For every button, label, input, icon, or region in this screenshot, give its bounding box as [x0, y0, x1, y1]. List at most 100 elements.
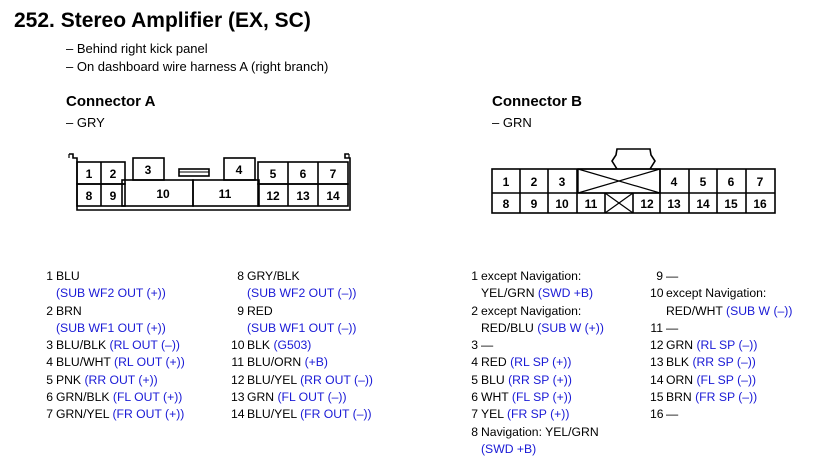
cavity-label: 11 — [585, 197, 598, 211]
wire-color: BRN — [666, 390, 696, 405]
pin-number: 12 — [650, 338, 664, 353]
pin-number: 10 — [650, 286, 664, 301]
wire-color: BLU/ORN — [247, 355, 305, 370]
cavity-label: 12 — [640, 197, 654, 211]
signal-name: (RR SP (+)) — [508, 372, 572, 387]
wire-color: BLU/BLK — [56, 338, 110, 353]
pin-number: 2 — [46, 303, 53, 318]
cavity-label: 14 — [326, 189, 340, 203]
pin-number: 8 — [237, 269, 244, 283]
wire-color: Navigation: YEL/GRN — [481, 424, 599, 439]
cavity-label: 5 — [270, 167, 277, 181]
signal-name: (RL SP (+)) — [510, 355, 572, 370]
signal-name: (RL SP (–)) — [696, 338, 758, 353]
connector-a-color: – GRY — [66, 115, 105, 130]
cavity-label: 15 — [724, 197, 738, 211]
pin-number: 4 — [471, 355, 478, 370]
pin-description: RED/WHT (SUB W (–)) — [650, 303, 792, 320]
wire-color: GRN/BLK — [56, 390, 113, 405]
pin-number: 9 — [237, 303, 244, 318]
cavity-label: 13 — [667, 197, 681, 211]
cavity-label: 2 — [110, 167, 117, 181]
pin-number: 3 — [471, 338, 478, 353]
pin-number: 3 — [46, 338, 53, 353]
cavity-label: 3 — [145, 163, 152, 177]
pin-description: (SWD +B) — [465, 441, 604, 458]
signal-name: (FR OUT (–)) — [300, 407, 372, 422]
pin-number: 4 — [46, 355, 53, 370]
cavity-label: 10 — [156, 187, 170, 201]
wire-color: GRY/BLK — [247, 269, 300, 283]
wire-color: — — [666, 269, 679, 283]
pin-number: 9 — [656, 269, 663, 283]
pin-number: 1 — [471, 269, 478, 283]
cavity-label: 1 — [503, 175, 510, 189]
wire-color: BLK — [247, 338, 274, 353]
signal-name: (FL SP (–)) — [696, 372, 757, 387]
connector-b-heading: Connector B — [492, 93, 582, 110]
wire-color: YEL/GRN — [481, 286, 538, 301]
signal-name: (SUB WF2 OUT (–)) — [247, 286, 357, 301]
signal-name: (SUB WF1 OUT (+)) — [56, 320, 166, 335]
signal-name: (SUB WF1 OUT (–)) — [247, 320, 357, 335]
wire-color: except Navigation: — [481, 303, 582, 318]
wire-color: RED/BLU — [481, 320, 538, 335]
pin-number: 7 — [46, 407, 53, 422]
pin-description: (SUB WF1 OUT (–)) — [231, 320, 373, 337]
page-title: 252. Stereo Amplifier (EX, SC) — [14, 9, 311, 32]
pin-description: 11— — [650, 320, 792, 337]
cavity-label: 1 — [86, 167, 93, 181]
pin-description: 16— — [650, 406, 792, 423]
location-note-2: – On dashboard wire harness A (right bra… — [66, 59, 329, 74]
signal-name: (RR SP (–)) — [692, 355, 756, 370]
wire-color: except Navigation: — [666, 286, 767, 301]
wire-color: BLU/YEL — [247, 372, 301, 387]
pin-number: 11 — [650, 320, 663, 335]
pin-number: 6 — [46, 390, 53, 405]
wire-color: — — [481, 338, 494, 353]
wire-color: YEL — [481, 407, 507, 422]
signal-name: (RL OUT (+)) — [114, 355, 185, 370]
pin-number: 16 — [650, 407, 664, 422]
signal-name: (RR OUT (+)) — [84, 372, 158, 387]
wire-color: GRN/YEL — [56, 407, 113, 422]
pin-number: 14 — [650, 372, 664, 387]
cavity-label: 12 — [266, 189, 280, 203]
cavity-label: 10 — [555, 197, 569, 211]
pin-number: 15 — [650, 390, 664, 405]
cavity-label: 5 — [700, 175, 707, 189]
cavity-label: 7 — [330, 167, 337, 181]
pin-description: (SUB WF2 OUT (–)) — [231, 285, 373, 302]
wire-color: BLU/WHT — [56, 355, 115, 370]
signal-name: (FL OUT (–)) — [277, 390, 347, 405]
cavity-label: 3 — [559, 175, 566, 189]
pin-number: 13 — [650, 355, 664, 370]
pin-description: 3— — [465, 337, 604, 354]
wire-color: — — [666, 320, 679, 335]
wire-color: BLU — [481, 372, 509, 387]
cavity-label: 9 — [531, 197, 538, 211]
wire-color: GRN — [666, 338, 697, 353]
wire-color: ORN — [666, 372, 697, 387]
connector-a-diagram: 1 2 3 4 5 6 7 8 9 10 11 12 13 14 — [68, 153, 351, 211]
cavity-label: 9 — [110, 189, 117, 203]
